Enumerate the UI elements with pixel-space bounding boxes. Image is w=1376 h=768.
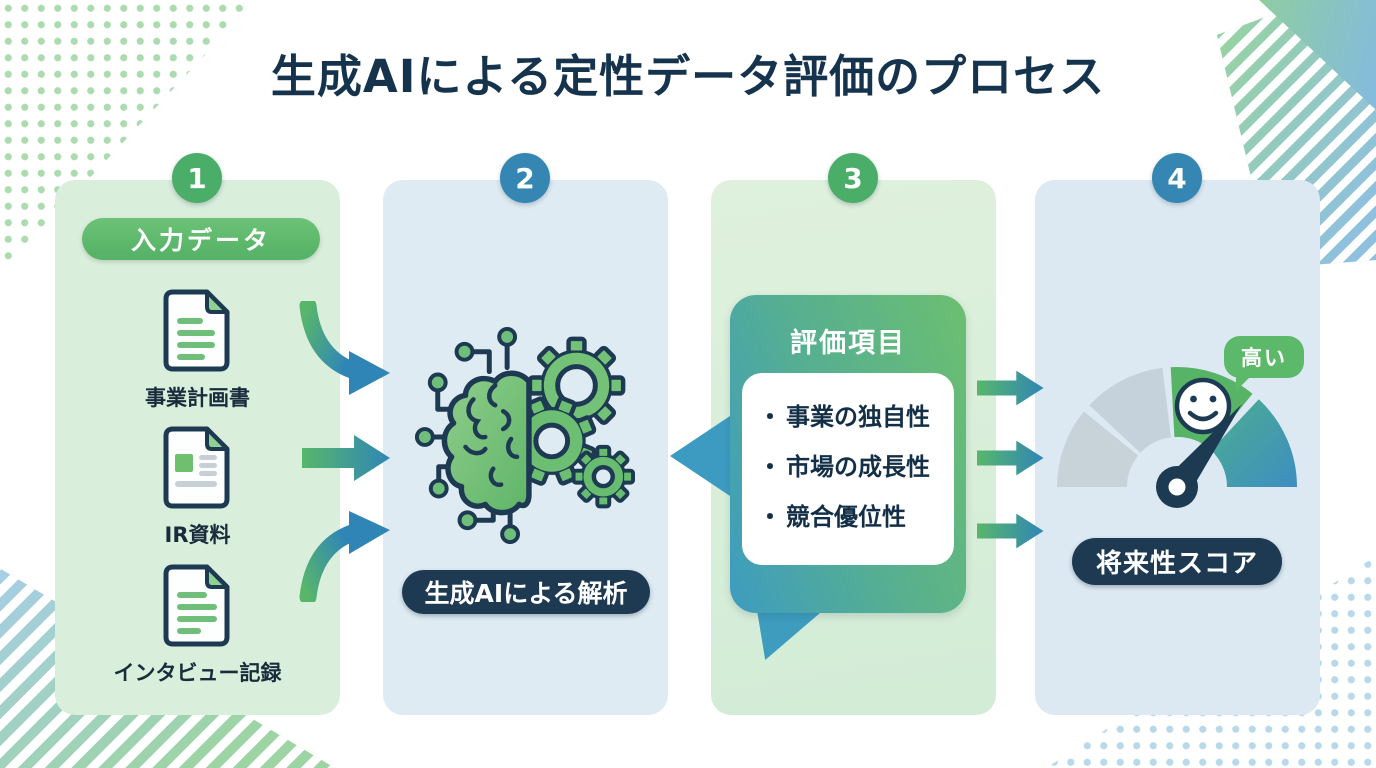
right-arrow-icon: [977, 440, 1044, 476]
document-text-icon: [163, 289, 230, 372]
curved-arrow-icon: [299, 301, 390, 395]
evaluation-card: ・ 事業の独自性 ・ 市場の成長性 ・ 競合優位性: [742, 373, 954, 565]
analysis-label: 生成AIによる解析: [402, 570, 650, 614]
document-notes-icon: [163, 564, 230, 647]
document-label: 事業計画書: [145, 386, 250, 410]
curved-arrow-icon: [299, 511, 390, 602]
evaluation-item: ・ 事業の独自性: [758, 389, 954, 439]
right-arrow-icon: [977, 513, 1044, 549]
brain-gears-circuit-icon: [414, 326, 636, 545]
bullet-marker: ・: [758, 452, 782, 481]
bullet-marker: ・: [758, 402, 782, 431]
document-report-icon: [163, 426, 230, 509]
gauge-meter-icon: [1057, 367, 1297, 508]
high-score-badge: 高い: [1224, 336, 1304, 391]
right-arrow-icon: [977, 370, 1044, 406]
evaluation-item-label: 競合優位性: [786, 502, 906, 531]
page-title: 生成AIによる定性データ評価のプロセス: [270, 50, 1106, 103]
evaluation-title: 評価項目: [790, 328, 906, 359]
step1-number-badge: 1: [172, 153, 222, 203]
evaluation-item-label: 市場の成長性: [786, 452, 930, 481]
document-label: IR資料: [164, 523, 231, 547]
input-data-header: 入力データ: [82, 218, 320, 260]
document-label: インタビュー記録: [113, 661, 282, 685]
step4-number-badge: 4: [1152, 153, 1202, 203]
right-arrow-icon: [302, 435, 390, 481]
gauge-needle: [1156, 404, 1242, 508]
step3-number-badge: 3: [828, 153, 878, 203]
step2-number-badge: 2: [500, 153, 550, 203]
future-score-label: 将来性スコア: [1072, 538, 1282, 585]
evaluation-item: ・ 市場の成長性: [758, 439, 954, 489]
evaluation-item-label: 事業の独自性: [786, 402, 930, 431]
evaluation-item: ・ 競合優位性: [758, 489, 954, 539]
bullet-marker: ・: [758, 502, 782, 531]
evaluation-bubble: 評価項目 ・ 事業の独自性 ・ 市場の成長性 ・ 競合優位性: [730, 295, 966, 613]
smiley-face-icon: [1174, 377, 1232, 435]
